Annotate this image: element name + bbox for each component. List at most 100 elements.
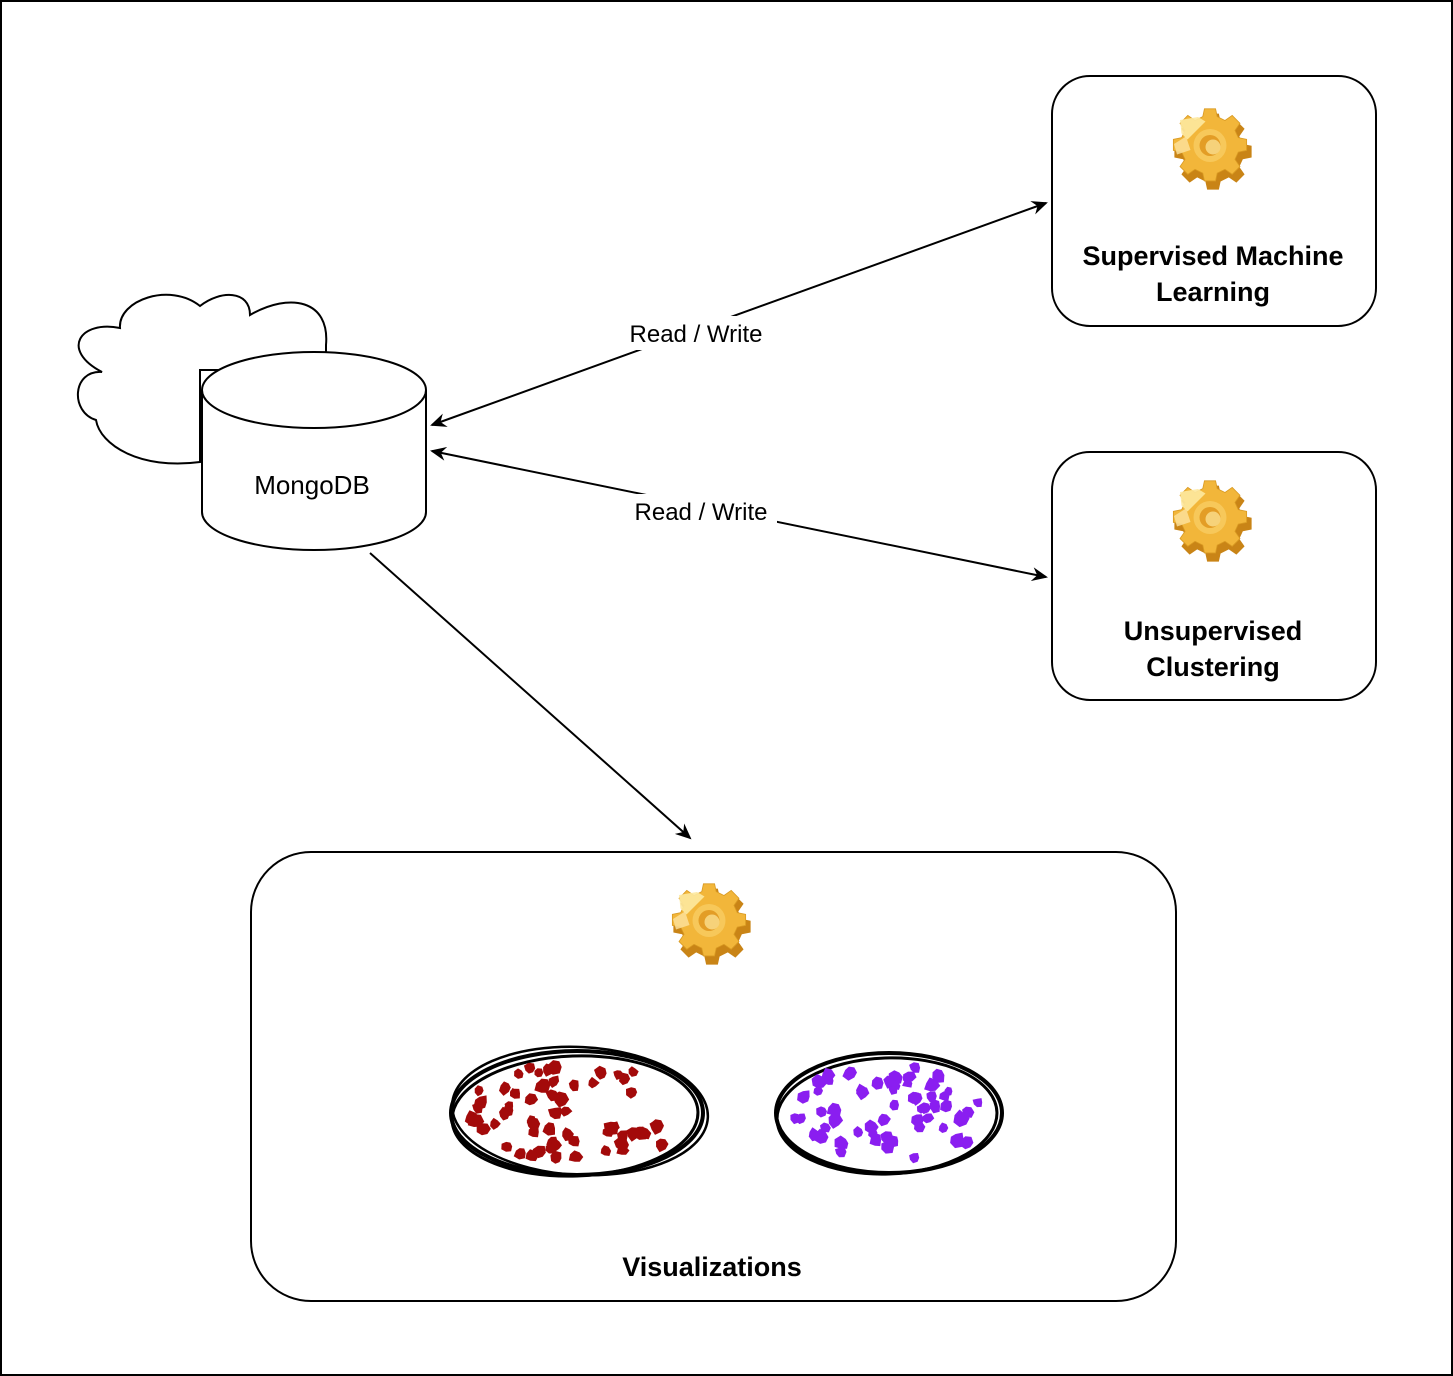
cluster-point xyxy=(499,1106,510,1121)
cluster-point xyxy=(472,1103,483,1114)
cluster-point xyxy=(534,1068,544,1078)
cluster-point xyxy=(545,1143,557,1154)
cluster-point xyxy=(594,1065,607,1080)
cluster-point xyxy=(526,1117,541,1131)
supervised-label-line2: Learning xyxy=(1156,277,1270,307)
cluster-point xyxy=(467,1114,485,1127)
cluster-point xyxy=(813,1086,823,1096)
edge-unsupervised: Read / Write xyxy=(430,446,1048,582)
cluster-point xyxy=(929,1099,940,1114)
cluster-point xyxy=(499,1081,511,1096)
cluster-point xyxy=(909,1062,921,1073)
supervised-label-line1: Supervised Machine xyxy=(1082,241,1343,271)
cluster-point xyxy=(902,1078,913,1088)
cluster-point xyxy=(656,1138,669,1153)
unsupervised-clustering-node[interactable]: Unsupervised Clustering xyxy=(1051,451,1377,701)
unsupervised-label-line1: Unsupervised xyxy=(1124,616,1303,646)
cluster-point xyxy=(864,1119,879,1134)
cluster-point xyxy=(835,1146,847,1158)
red-cluster-points xyxy=(464,1060,669,1164)
cluster-point xyxy=(628,1066,639,1077)
database-label: MongoDB xyxy=(254,470,370,500)
cluster-point xyxy=(877,1113,891,1127)
cluster-point xyxy=(922,1113,935,1124)
cluster-point xyxy=(560,1106,573,1117)
cluster-point xyxy=(940,1099,952,1113)
cluster-point xyxy=(834,1135,849,1149)
cluster-point xyxy=(548,1075,560,1088)
cluster-point xyxy=(943,1086,953,1097)
cluster-point xyxy=(797,1090,810,1104)
edge-label-supervised: Read / Write xyxy=(630,321,763,348)
edge-label-unsupervised: Read / Write xyxy=(635,499,768,526)
edge-visualizations xyxy=(369,552,692,840)
cluster-point xyxy=(790,1113,803,1125)
cluster-point xyxy=(953,1109,970,1128)
cluster-point xyxy=(907,1091,923,1104)
cluster-point xyxy=(909,1153,920,1164)
cluster-point xyxy=(514,1068,524,1079)
cluster-point xyxy=(545,1089,560,1102)
cluster-point xyxy=(613,1070,624,1080)
cluster-point xyxy=(883,1075,896,1089)
cluster-point xyxy=(625,1127,641,1142)
cluster-point xyxy=(856,1085,870,1101)
cluster-point xyxy=(889,1099,899,1111)
visualizations-node[interactable]: Visualizations xyxy=(250,851,1177,1302)
cluster-point xyxy=(842,1066,857,1081)
cluster-point xyxy=(588,1076,600,1089)
cluster-point xyxy=(972,1098,983,1108)
cluster-point xyxy=(510,1088,520,1099)
cluster-point xyxy=(880,1131,894,1144)
cluster-point xyxy=(568,1150,584,1162)
cluster-point xyxy=(525,1149,539,1162)
supervised-ml-node[interactable]: Supervised Machine Learning xyxy=(1051,75,1377,327)
cluster-point xyxy=(919,1102,932,1115)
cluster-point xyxy=(476,1123,491,1136)
cluster-point xyxy=(962,1106,975,1118)
cluster-point xyxy=(600,1145,612,1156)
cluster-point xyxy=(911,1114,924,1127)
purple-cluster xyxy=(774,1051,1004,1176)
cluster-point xyxy=(820,1122,831,1133)
cluster-point xyxy=(523,1062,536,1074)
edge-supervised: Read / Write xyxy=(430,201,1048,427)
cluster-point xyxy=(626,1087,638,1099)
cluster-point xyxy=(938,1122,949,1133)
cluster-point xyxy=(501,1141,513,1152)
cluster-point xyxy=(490,1117,501,1130)
visualizations-label: Visualizations xyxy=(622,1252,802,1282)
database-cylinder[interactable]: MongoDB xyxy=(201,351,427,551)
red-cluster xyxy=(449,1045,710,1178)
cluster-point xyxy=(537,1078,551,1093)
cluster-point xyxy=(871,1076,884,1090)
cluster-point xyxy=(853,1126,864,1138)
cluster-point xyxy=(932,1068,945,1083)
cluster-point xyxy=(562,1127,574,1142)
cluster-point xyxy=(504,1101,514,1112)
cloud-shape xyxy=(77,293,328,465)
cluster-point xyxy=(881,1140,895,1154)
cluster-point xyxy=(926,1091,937,1103)
cluster-point xyxy=(814,1128,829,1144)
cluster-point xyxy=(603,1121,619,1135)
cluster-point xyxy=(474,1085,484,1097)
cluster-point xyxy=(613,1137,629,1152)
unsupervised-label-line2: Clustering xyxy=(1146,652,1280,682)
cluster-point xyxy=(960,1136,974,1150)
cluster-point xyxy=(816,1106,827,1118)
cluster-point xyxy=(542,1122,555,1136)
cluster-point xyxy=(826,1102,842,1117)
cluster-point xyxy=(543,1063,555,1077)
cluster-point xyxy=(547,1107,562,1120)
cluster-point xyxy=(524,1093,539,1106)
cluster-point xyxy=(950,1132,964,1149)
purple-cluster-points xyxy=(790,1062,983,1164)
cluster-point xyxy=(550,1150,562,1164)
cluster-point xyxy=(568,1079,579,1092)
cluster-point xyxy=(824,1076,834,1085)
cluster-point xyxy=(513,1148,526,1160)
cluster-point xyxy=(649,1120,664,1135)
